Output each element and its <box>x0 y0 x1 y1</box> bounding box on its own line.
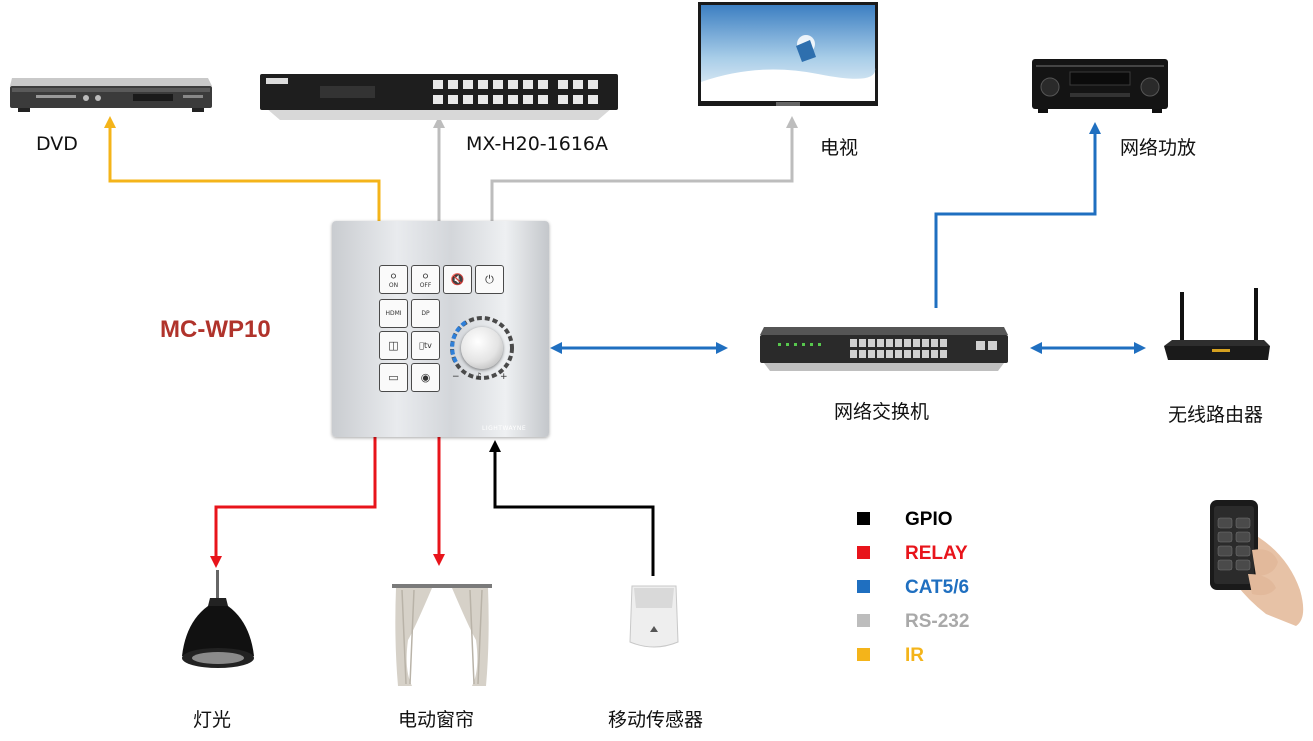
panel-brand: LIGHTWAYNE <box>482 425 527 432</box>
legend-swatch-cat <box>857 580 870 593</box>
power-icon: ⏻ <box>485 273 494 286</box>
speaker-icon: ♪ <box>476 372 482 382</box>
volume-knob[interactable] <box>461 327 503 369</box>
laptop-icon: ▭ <box>388 371 399 384</box>
mute-icon: 🔇 <box>450 273 465 286</box>
curtain-icon <box>392 584 492 686</box>
panel-button-hdmi[interactable]: HDMI <box>379 299 408 328</box>
legend-ir: IR <box>905 645 924 666</box>
wire-cat-amp <box>934 122 1101 308</box>
bulb-off-icon: ⚪ <box>420 269 431 283</box>
wire-rs232-tv <box>490 116 798 221</box>
wire-gpio-sensor <box>489 440 655 576</box>
panel-button-display[interactable]: ◫ <box>379 331 408 360</box>
panel-button-on[interactable]: ⚪ON <box>379 265 408 294</box>
network-switch-icon <box>760 327 1008 371</box>
wall-panel <box>332 221 549 437</box>
wire-ir-dvd <box>104 116 381 221</box>
legend-gpio: GPIO <box>905 509 953 530</box>
matrix-label: MX-H20-1616A <box>466 133 608 155</box>
legend-swatch-gpio <box>857 512 870 525</box>
sensor-label: 移动传感器 <box>608 709 704 731</box>
vol-plus: + <box>500 372 508 382</box>
smartphone-icon <box>1210 500 1304 626</box>
legend-swatch-ir <box>857 648 870 661</box>
panel-button-appletv[interactable]: tv <box>411 331 440 360</box>
tv-label: 电视 <box>820 137 859 159</box>
matrix-switcher-icon <box>260 74 618 120</box>
legend-cat: CAT5/6 <box>905 577 970 598</box>
display-icon: ◫ <box>388 339 399 352</box>
curtain-label: 电动窗帘 <box>398 709 475 731</box>
controller-title: MC-WP10 <box>160 316 271 343</box>
panel-button-camera[interactable]: ◉ <box>411 363 440 392</box>
dvd-label: DVD <box>36 133 78 155</box>
dvd-player-icon <box>10 78 212 112</box>
motion-sensor-icon <box>629 585 679 648</box>
legend-rs232: RS-232 <box>905 611 970 632</box>
light-label: 灯光 <box>193 709 232 731</box>
bulb-icon: ⚪ <box>388 269 399 283</box>
wire-relay-light <box>210 437 377 568</box>
legend-relay: RELAY <box>905 543 968 564</box>
camera-icon: ◉ <box>420 371 431 384</box>
pendant-lamp-icon <box>182 570 254 668</box>
amplifier-icon <box>1032 59 1168 113</box>
router-icon <box>1164 288 1270 360</box>
panel-button-power[interactable]: ⏻ <box>475 265 504 294</box>
legend-swatch-relay <box>857 546 870 559</box>
panel-button-dp[interactable]: DP <box>411 299 440 328</box>
vol-minus: − <box>452 372 460 382</box>
amp-label: 网络功放 <box>1120 137 1197 159</box>
panel-button-mute[interactable]: 🔇 <box>443 265 472 294</box>
volume-ring <box>450 316 514 380</box>
switch-label: 网络交换机 <box>834 401 930 423</box>
panel-button-off[interactable]: ⚪OFF <box>411 265 440 294</box>
tv-icon <box>698 2 878 106</box>
apple-tv-icon: tv <box>419 341 432 350</box>
router-label: 无线路由器 <box>1168 404 1264 426</box>
panel-button-laptop[interactable]: ▭ <box>379 363 408 392</box>
legend-swatch-rs232 <box>857 614 870 627</box>
